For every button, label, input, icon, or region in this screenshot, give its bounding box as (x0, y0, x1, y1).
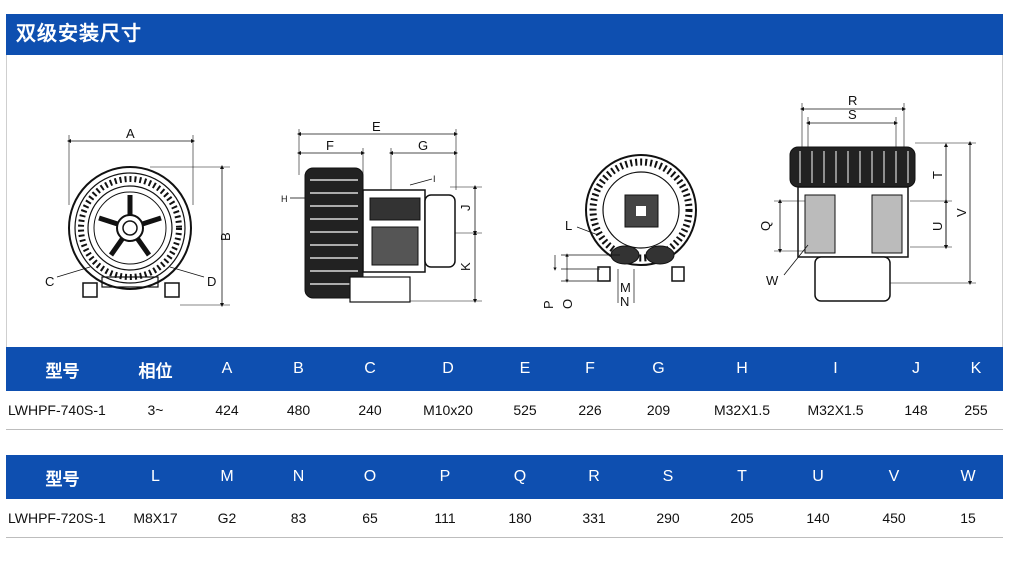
header-cell: S (633, 455, 703, 499)
table-cell: M8X17 (133, 510, 178, 526)
table-cell: 450 (882, 510, 906, 526)
table-cell: 255 (964, 402, 988, 418)
label-S: S (848, 107, 857, 122)
label-A: A (126, 126, 135, 141)
label-B: B (218, 232, 233, 241)
section-title: 双级安装尺寸 (16, 23, 142, 45)
label-R: R (848, 93, 857, 108)
header-cell: D (405, 347, 491, 391)
table-cell: 3~ (147, 402, 164, 418)
label-N: N (620, 294, 629, 309)
table-cell: 331 (582, 510, 606, 526)
table-cell: 525 (513, 402, 537, 418)
spec-table-1: 型号 相位 A B C D E F G H I J K LWHPF-740S-1… (6, 347, 1003, 430)
header-cell: K (949, 347, 1003, 391)
header-cell: C (335, 347, 405, 391)
header-cell: H (696, 347, 788, 391)
header-cell: J (883, 347, 949, 391)
dimension-drawings: A B C D (45, 93, 976, 309)
table-header-row: 型号 相位 A B C D E F G H I J K (6, 347, 1003, 391)
label-T: T (930, 171, 945, 179)
table-cell: G2 (217, 510, 237, 526)
label-P: P (541, 300, 556, 309)
table-cell: 148 (904, 402, 928, 418)
table-cell: 180 (508, 510, 532, 526)
section-header: 双级安装尺寸 (6, 14, 1003, 55)
rear-view-labels: L M N O P (541, 218, 631, 309)
table-row: LWHPF-720S-1 M8X17 G2 83 65 111 180 331 … (6, 499, 1003, 538)
top-view-drawing (774, 103, 976, 302)
table-cell: 205 (730, 510, 754, 526)
label-O: O (560, 299, 575, 309)
table-cell: 480 (286, 402, 311, 418)
table-cell: 140 (806, 510, 830, 526)
table-cell: 290 (656, 510, 680, 526)
side-view-labels: E F G H I J K (281, 119, 473, 271)
header-cell: L (119, 455, 192, 499)
label-U: U (930, 222, 945, 231)
table-row: LWHPF-740S-1 3~ 424 480 240 M10x20 525 2… (6, 391, 1003, 430)
header-cell: G (621, 347, 696, 391)
header-cell: O (335, 455, 405, 499)
table-cell: 65 (362, 510, 378, 526)
table-cell: LWHPF-720S-1 (8, 510, 106, 526)
spec-table-2: 型号 L M N O P Q R S T U V W LWHPF-720S-1 … (6, 455, 1003, 538)
label-C: C (45, 274, 54, 289)
label-H: H (281, 194, 288, 204)
header-cell: W (933, 455, 1003, 499)
header-cell: U (781, 455, 855, 499)
header-cell: I (788, 347, 883, 391)
top-view-labels: R S T U V Q W (758, 93, 969, 288)
table-cell: 424 (215, 402, 239, 418)
table-cell: 83 (290, 510, 307, 526)
label-V: V (954, 208, 969, 217)
front-view-drawing (56, 135, 230, 307)
table-cell: 15 (960, 510, 976, 526)
drawing-frame (6, 55, 1003, 347)
label-M: M (620, 280, 631, 295)
label-I: I (433, 174, 436, 184)
table-cell: 111 (434, 510, 456, 526)
front-view-labels: A B C D (45, 126, 233, 289)
label-G: G (418, 138, 428, 153)
header-cell: E (491, 347, 559, 391)
table-cell: 226 (578, 402, 602, 418)
label-D: D (207, 274, 216, 289)
header-cell: Q (485, 455, 555, 499)
header-cell: A (192, 347, 262, 391)
header-cell: 相位 (119, 347, 192, 391)
label-E: E (372, 119, 381, 134)
table-cell: LWHPF-740S-1 (8, 402, 106, 418)
header-cell: N (262, 455, 335, 499)
label-W: W (766, 273, 779, 288)
label-J: J (458, 205, 473, 212)
header-cell: F (559, 347, 621, 391)
label-Q: Q (758, 221, 773, 231)
header-cell: R (555, 455, 633, 499)
header-cell: T (703, 455, 781, 499)
header-cell: 型号 (6, 347, 119, 391)
label-F: F (326, 138, 334, 153)
side-view-drawing (290, 129, 482, 303)
table-cell: 209 (646, 402, 671, 418)
table-header-row: 型号 L M N O P Q R S T U V W (6, 455, 1003, 499)
table-cell: M32X1.5 (807, 402, 864, 418)
header-cell: B (262, 347, 335, 391)
table-cell: 240 (358, 402, 382, 418)
label-L: L (565, 218, 572, 233)
header-cell: P (405, 455, 485, 499)
header-cell: V (855, 455, 933, 499)
header-cell: 型号 (6, 455, 119, 499)
label-K: K (458, 262, 473, 271)
rear-view-drawing (553, 154, 697, 303)
table-cell: M32X1.5 (713, 402, 771, 418)
header-cell: M (192, 455, 262, 499)
table-cell: M10x20 (423, 402, 473, 418)
